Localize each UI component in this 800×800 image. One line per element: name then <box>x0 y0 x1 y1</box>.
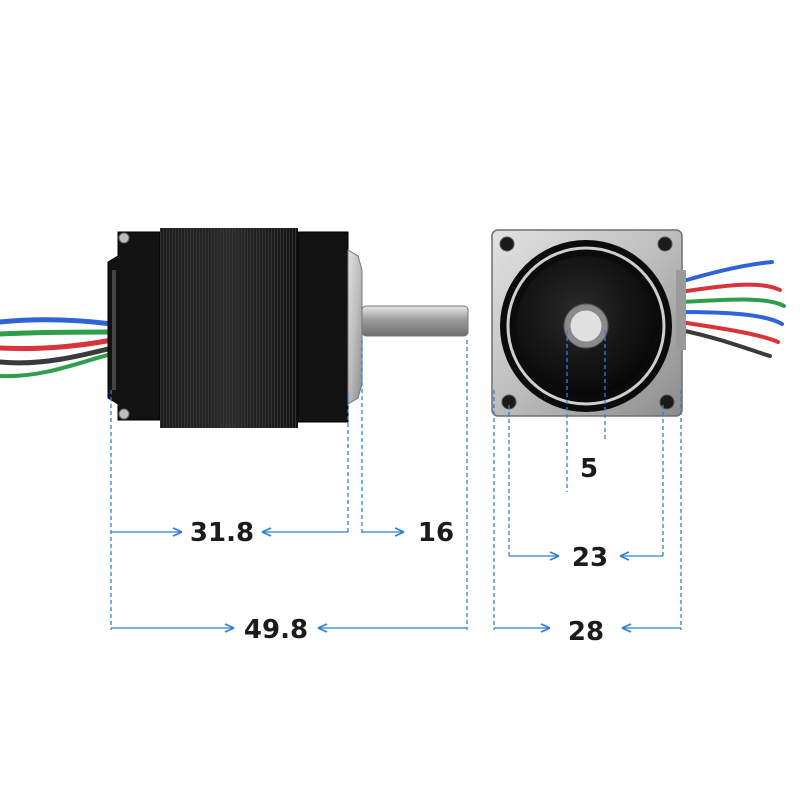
arrowhead-49-8-right <box>317 623 328 633</box>
rear-cap-highlight <box>112 270 116 390</box>
dimension-label-shaft-length: 16 <box>418 518 454 548</box>
wires-right <box>678 260 786 358</box>
arrowhead-49-8-left <box>224 623 235 633</box>
dimension-label-total-length: 49.8 <box>244 615 308 645</box>
motor-front-view <box>491 229 786 417</box>
dimension-label-shaft-diameter: 5 <box>580 454 598 484</box>
front-face-ring-highlight <box>506 246 666 406</box>
wire-right <box>678 320 780 344</box>
dimension-label-hole-spacing: 23 <box>572 543 608 573</box>
motor-side-view <box>0 228 469 428</box>
arrowhead-28-left <box>540 623 551 633</box>
arrowhead-23-right <box>619 551 630 561</box>
dimension-lines <box>110 330 682 633</box>
wires-left <box>0 317 115 379</box>
arrowhead-31-8-left <box>172 527 183 537</box>
screw-head-bottom-left <box>118 408 130 420</box>
motor-shaft <box>361 305 469 337</box>
wire-left <box>0 317 115 327</box>
dimension-label-flange-width: 28 <box>568 617 604 647</box>
wire-right <box>678 260 774 284</box>
connector-block <box>676 270 686 350</box>
mounting-hole-top-left <box>499 236 515 252</box>
arrowhead-31-8-right <box>261 527 272 537</box>
shaft-end <box>569 309 603 343</box>
wire-right <box>678 297 786 308</box>
wire-left <box>0 352 114 379</box>
front-flange <box>347 249 363 405</box>
wire-right <box>678 328 772 358</box>
screw-head-top-left <box>118 232 130 244</box>
dimension-labels: 31.8 16 49.8 5 23 28 <box>190 454 608 647</box>
stator-laminations <box>160 228 298 428</box>
mounting-hole-bottom-right <box>659 394 675 410</box>
dimension-label-body-length: 31.8 <box>190 518 254 548</box>
wire-right <box>678 310 784 326</box>
wire-left <box>0 345 115 366</box>
mounting-hole-top-right <box>657 236 673 252</box>
arrowhead-23-left <box>549 551 560 561</box>
wire-right <box>678 282 782 294</box>
front-end-cap <box>297 231 349 423</box>
arrowhead-16 <box>394 527 405 537</box>
arrowhead-28-right <box>621 623 632 633</box>
wire-left <box>0 329 115 337</box>
wire-left <box>0 337 115 352</box>
